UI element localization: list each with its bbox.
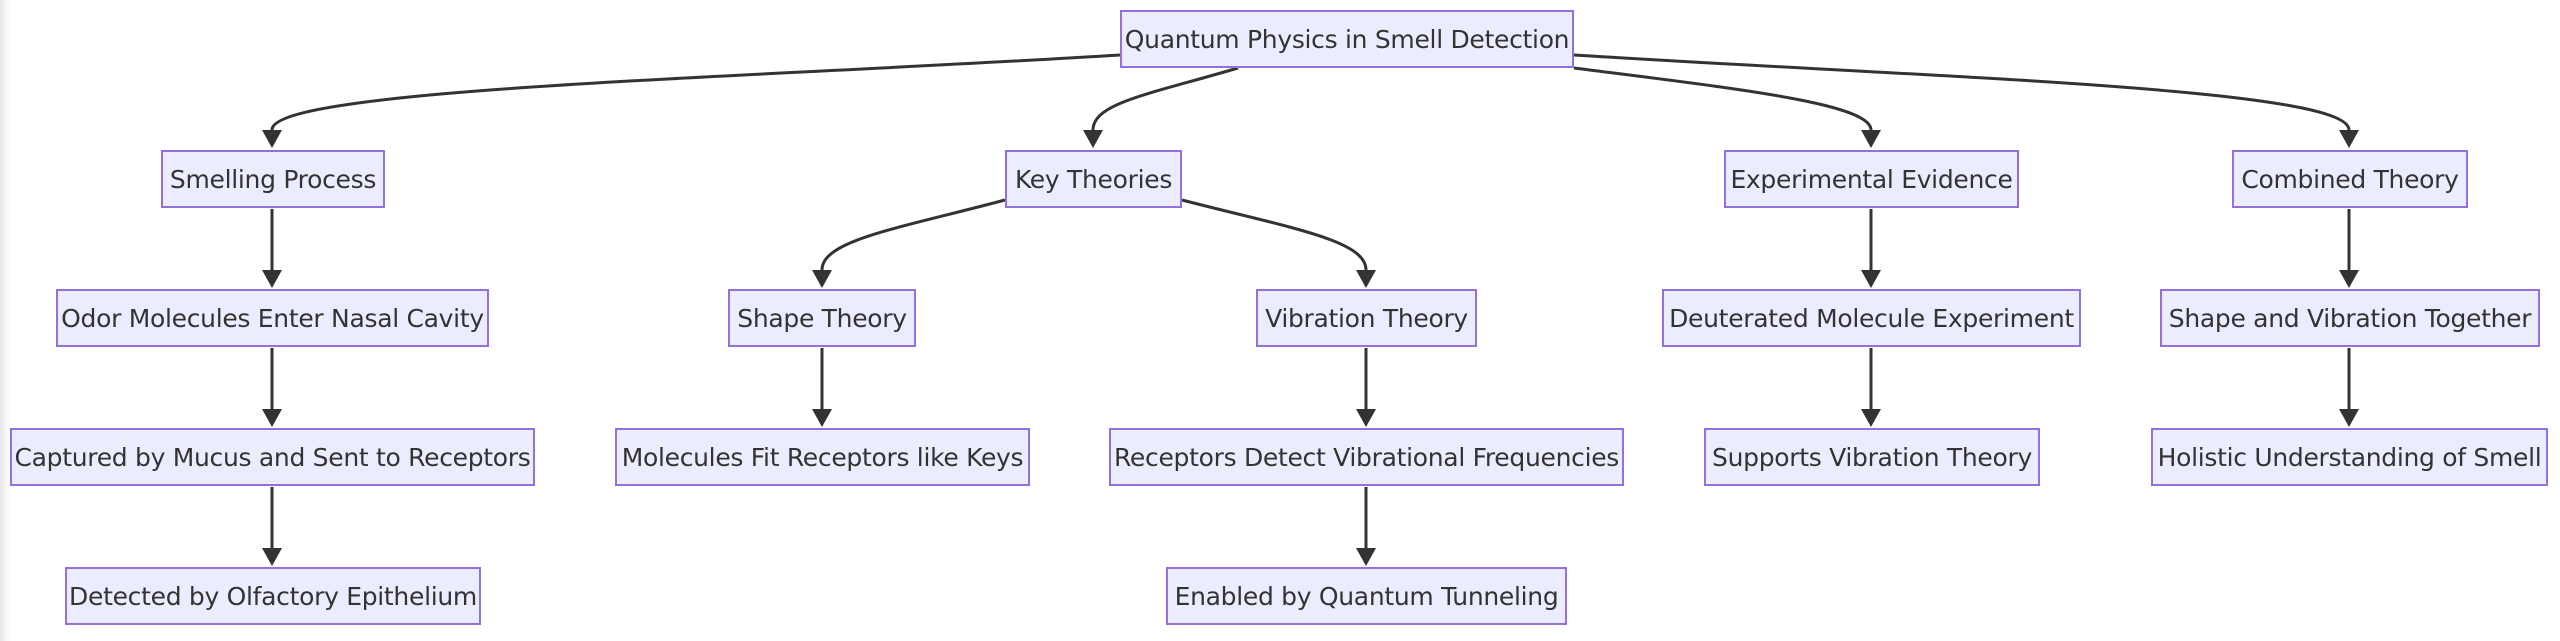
node-vibration-theory[interactable]: Vibration Theory [1256, 289, 1477, 347]
node-label: Smelling Process [169, 164, 377, 194]
edge-root-smelling-process [270, 53, 1121, 131]
node-label: Experimental Evidence [1730, 164, 2013, 194]
node-label: Detected by Olfactory Epithelium [69, 581, 477, 611]
node-label: Key Theories [1014, 164, 1173, 194]
arrowhead-shape-theory-molecules-fit [812, 409, 832, 427]
arrowhead-root-combined-theory [2339, 130, 2359, 148]
arrowhead-odor-molecules-captured-mucus [262, 409, 282, 427]
node-quantum-physics-in-smell-detection[interactable]: Quantum Physics in Smell Detection [1120, 10, 1574, 68]
node-molecules-fit-receptors[interactable]: Molecules Fit Receptors like Keys [615, 428, 1030, 486]
arrowhead-combined-theory-shape-vibration [2339, 270, 2359, 288]
arrowhead-key-theories-shape-theory [812, 270, 832, 288]
node-label: Deuterated Molecule Experiment [1669, 303, 2074, 333]
node-supports-vibration-theory[interactable]: Supports Vibration Theory [1704, 428, 2040, 486]
node-label: Holistic Understanding of Smell [2157, 442, 2542, 472]
arrowhead-deuterated-supports-vibration [1861, 409, 1881, 427]
arrowhead-smelling-process-odor-molecules [262, 270, 282, 288]
node-captured-by-mucus[interactable]: Captured by Mucus and Sent to Receptors [10, 428, 535, 486]
node-enabled-by-quantum-tunneling[interactable]: Enabled by Quantum Tunneling [1166, 567, 1567, 625]
arrowhead-root-key-theories [1083, 130, 1103, 148]
edge-key-theories-shape-theory [820, 198, 1006, 271]
node-label: Captured by Mucus and Sent to Receptors [14, 442, 531, 472]
node-label: Vibration Theory [1265, 303, 1468, 333]
node-label: Combined Theory [2241, 164, 2459, 194]
node-shape-and-vibration-together[interactable]: Shape and Vibration Together [2160, 289, 2540, 347]
node-combined-theory[interactable]: Combined Theory [2232, 150, 2468, 208]
node-label: Shape and Vibration Together [2168, 303, 2532, 333]
left-edge-shadow [0, 0, 10, 641]
arrowhead-root-smelling-process [262, 130, 282, 148]
node-key-theories[interactable]: Key Theories [1005, 150, 1182, 208]
edge-root-key-theories [1091, 66, 1239, 131]
node-smelling-process[interactable]: Smelling Process [161, 150, 385, 208]
arrowhead-captured-mucus-detected-olfactory [262, 548, 282, 566]
node-holistic-understanding-of-smell[interactable]: Holistic Understanding of Smell [2151, 428, 2548, 486]
node-odor-molecules-enter-nasal-cavity[interactable]: Odor Molecules Enter Nasal Cavity [56, 289, 489, 347]
arrowhead-receptors-detect-quantum-tunneling [1356, 548, 1376, 566]
edge-key-theories-vibration-theory [1181, 198, 1368, 271]
node-experimental-evidence[interactable]: Experimental Evidence [1724, 150, 2019, 208]
node-shape-theory[interactable]: Shape Theory [728, 289, 916, 347]
node-label: Odor Molecules Enter Nasal Cavity [61, 303, 484, 333]
node-detected-by-olfactory-epithelium[interactable]: Detected by Olfactory Epithelium [65, 567, 481, 625]
arrowhead-shape-vibration-holistic [2339, 409, 2359, 427]
edge-root-combined-theory [1573, 53, 2351, 131]
node-label: Supports Vibration Theory [1712, 442, 2032, 472]
node-deuterated-molecule-experiment[interactable]: Deuterated Molecule Experiment [1662, 289, 2081, 347]
edge-root-experimental-evidence [1573, 66, 1873, 131]
arrowhead-root-experimental-evidence [1861, 130, 1881, 148]
node-label: Receptors Detect Vibrational Frequencies [1113, 442, 1620, 472]
arrowhead-key-theories-vibration-theory [1356, 270, 1376, 288]
node-label: Quantum Physics in Smell Detection [1124, 24, 1570, 54]
node-label: Enabled by Quantum Tunneling [1174, 581, 1559, 611]
node-receptors-detect-vibrational-frequencies[interactable]: Receptors Detect Vibrational Frequencies [1109, 428, 1624, 486]
arrowhead-vibration-theory-receptors-detect [1356, 409, 1376, 427]
node-label: Molecules Fit Receptors like Keys [621, 442, 1024, 472]
arrowhead-experimental-evidence-deuterated [1861, 270, 1881, 288]
node-label: Shape Theory [737, 303, 907, 333]
